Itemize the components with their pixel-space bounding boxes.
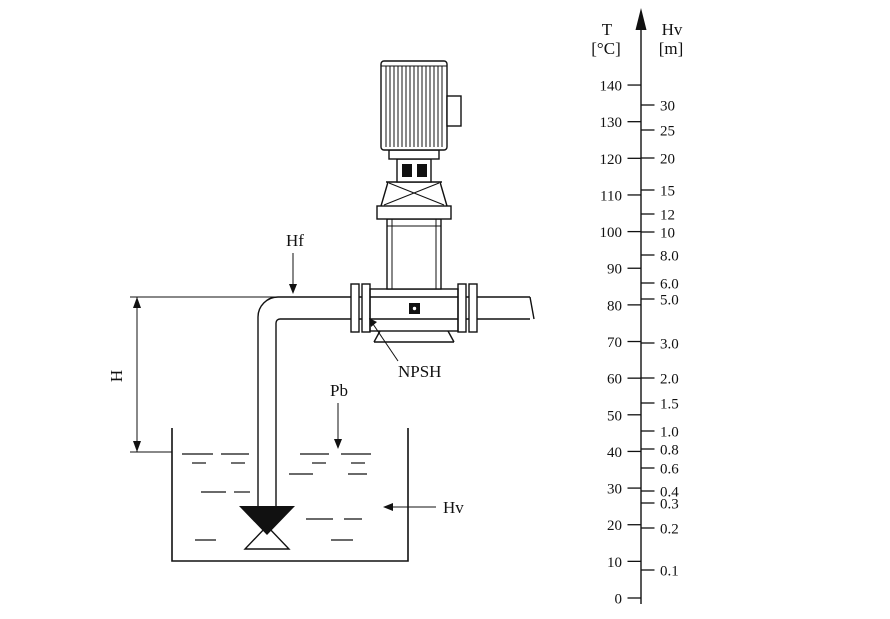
hv-tick-label: 30	[660, 99, 675, 115]
hv-tick-label: 0.3	[660, 497, 679, 513]
hv-axis-title: Hv	[662, 20, 683, 39]
motor-fins	[385, 66, 443, 147]
pump-head	[376, 205, 452, 220]
motor-lantern	[380, 181, 448, 207]
suction-flange	[350, 283, 371, 333]
hv-tick-label: 3.0	[660, 337, 679, 353]
t-tick-label: 30	[607, 482, 622, 498]
discharge-flange	[457, 283, 478, 333]
scale-ticks: 1401301201101009080706050403020100302520…	[600, 79, 680, 608]
hv-tick-label: 0.4	[660, 485, 679, 501]
t-axis-unit: [°C]	[591, 39, 620, 58]
motor	[380, 60, 462, 160]
hv-tick-label: 8.0	[660, 249, 679, 265]
suction-pipe	[257, 296, 535, 506]
liquid-surface-dashes	[182, 453, 371, 541]
t-tick-label: 0	[615, 592, 623, 608]
npsh-annotation: NPSH	[369, 318, 441, 381]
t-tick-label: 40	[607, 445, 622, 461]
hv-tick-label: 12	[660, 208, 675, 224]
t-tick-label: 80	[607, 298, 622, 314]
foot-valve	[239, 506, 295, 550]
hv-tick-label: 2.0	[660, 372, 679, 388]
t-axis-title: T	[602, 20, 613, 39]
motor-terminal-box	[446, 95, 462, 127]
hv-tick-label: 10	[660, 226, 675, 242]
t-tick-label: 20	[607, 518, 622, 534]
hv-tick-label: 25	[660, 124, 675, 140]
label-pb: Pb	[330, 381, 348, 400]
hv-tick-label: 20	[660, 152, 675, 168]
hv-tick-label: 1.5	[660, 397, 679, 413]
label-npsh: NPSH	[398, 362, 441, 381]
label-h: H	[107, 370, 126, 382]
t-tick-label: 120	[600, 152, 623, 168]
hf-annotation: Hf	[286, 231, 304, 294]
hv-tick-label: 0.8	[660, 443, 679, 459]
hv-annotation: Hv	[383, 498, 464, 517]
hv-axis-unit: [m]	[659, 39, 684, 58]
t-tick-label: 110	[600, 188, 622, 204]
coupling-guard	[396, 158, 432, 183]
hv-tick-label: 15	[660, 184, 675, 200]
scale-arrow-icon	[635, 8, 647, 30]
hv-tick-label: 0.2	[660, 522, 679, 538]
label-hv-tank: Hv	[443, 498, 464, 517]
dimension-h: H	[107, 296, 278, 453]
t-tick-label: 90	[607, 262, 622, 278]
t-tick-label: 140	[600, 79, 623, 95]
t-tick-label: 130	[600, 115, 623, 131]
hv-tick-label: 0.1	[660, 564, 679, 580]
hv-tick-label: 5.0	[660, 293, 679, 309]
t-hv-scale: T [°C] Hv [m] 14013012011010090807060504…	[591, 8, 683, 608]
t-tick-label: 60	[607, 372, 622, 388]
hv-tick-label: 6.0	[660, 277, 679, 293]
pump-barrel	[386, 218, 442, 290]
label-hf: Hf	[286, 231, 304, 250]
hv-tick-label: 1.0	[660, 425, 679, 441]
pb-annotation: Pb	[330, 381, 348, 449]
t-tick-label: 100	[600, 225, 623, 241]
hv-tick-label: 0.6	[660, 462, 679, 478]
t-tick-label: 10	[607, 555, 622, 571]
motor-flange	[388, 149, 440, 160]
t-tick-label: 70	[607, 335, 622, 351]
tank	[171, 428, 409, 562]
t-tick-label: 50	[607, 408, 622, 424]
